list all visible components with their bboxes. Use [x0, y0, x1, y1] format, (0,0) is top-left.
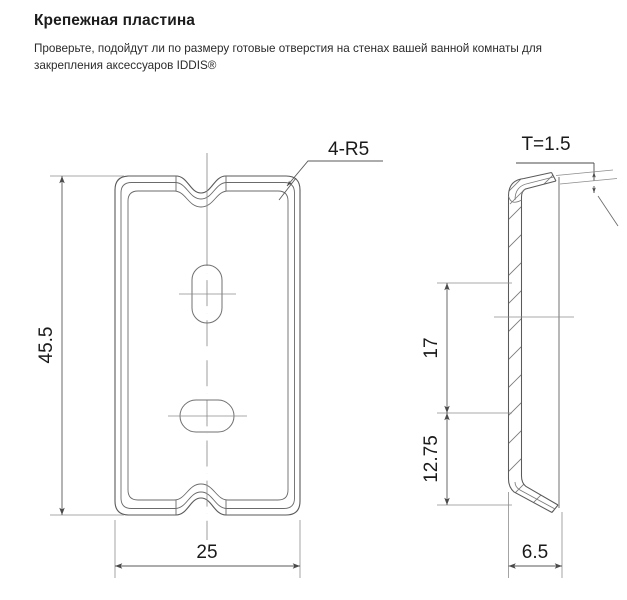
plate-inner-contour	[127, 190, 289, 501]
plate-offset-contour	[120, 182, 295, 509]
side-view: 17 12.75 6.5	[421, 134, 619, 578]
page-header: Крепежная пластина Проверьте, подойдут л…	[34, 12, 614, 74]
height-extension-lines	[50, 175, 124, 516]
dimension-side-lower-label: 12.75	[421, 435, 442, 483]
front-view: 45.5 25 4-R5	[36, 139, 383, 578]
dimension-side-depth-label: 6.5	[522, 542, 548, 563]
upper-slot	[179, 264, 236, 324]
plate-outer-contour	[114, 175, 301, 516]
dimension-thickness: T=1.5	[516, 134, 619, 227]
dimension-height: 45.5	[36, 175, 65, 516]
dimension-thickness-label: T=1.5	[521, 134, 570, 155]
dimension-corner-radius-label: 4-R5	[328, 139, 369, 160]
dimension-side-lower: 12.75	[421, 412, 450, 506]
dimension-side-upper: 17	[421, 282, 450, 414]
side-vertical-extension-lines	[437, 282, 512, 506]
dimension-corner-radius: 4-R5	[278, 139, 383, 201]
page-title: Крепежная пластина	[34, 12, 196, 29]
dimension-width: 25	[114, 542, 301, 569]
notch-tick-lines	[175, 176, 227, 515]
dimension-side-upper-label: 17	[421, 337, 442, 358]
section-outline	[507, 171, 559, 513]
dimension-width-label: 25	[196, 542, 217, 563]
dimension-side-depth: 6.5	[508, 542, 563, 569]
section-hatching	[508, 168, 558, 513]
page-subtitle: Проверьте, подойдут ли по размеру готовы…	[34, 41, 542, 72]
section-fold-lines	[508, 176, 556, 510]
lower-slot	[168, 399, 247, 433]
dimension-height-label: 45.5	[36, 327, 57, 364]
side-depth-extension-lines	[508, 492, 563, 578]
